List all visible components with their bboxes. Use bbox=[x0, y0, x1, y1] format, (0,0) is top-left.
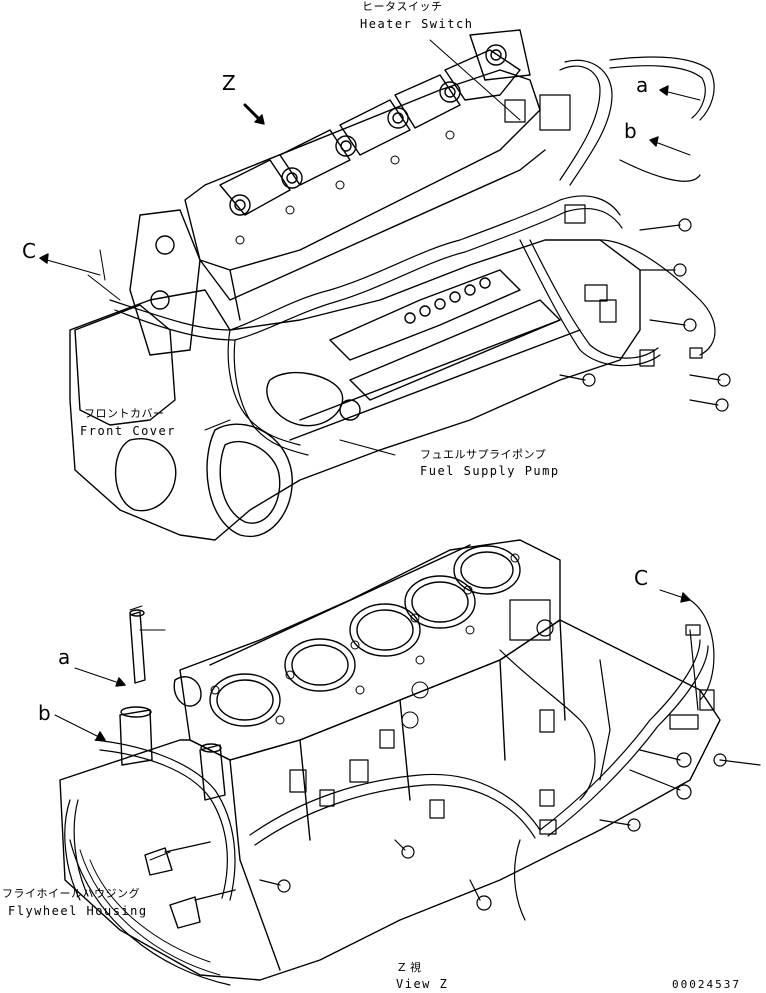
a-marker-bottom: a bbox=[58, 645, 71, 669]
fuel-supply-pump-label-jp: フュエルサプライポンプ bbox=[420, 448, 547, 461]
a-marker-top: a bbox=[636, 73, 649, 97]
view-z-label-jp: Z 視 bbox=[398, 961, 422, 974]
c-marker-bottom: C bbox=[634, 566, 648, 590]
flywheel-housing-label-jp: フライホイールハウジング bbox=[2, 887, 140, 900]
heater-switch-label-en: Heater Switch bbox=[360, 17, 474, 31]
bottom-view-z bbox=[54, 539, 761, 986]
front-cover-label-jp: フロントカバー bbox=[84, 407, 165, 420]
flywheel-housing-label-en: Flywheel Housing bbox=[8, 904, 148, 918]
b-marker-bottom: b bbox=[38, 701, 51, 725]
z-marker: Z bbox=[222, 71, 236, 95]
fuel-supply-pump-label-en: Fuel Supply Pump bbox=[420, 464, 560, 478]
part-number: 00024537 bbox=[672, 978, 741, 991]
front-cover-label-en: Front Cover bbox=[80, 424, 176, 438]
b-marker-top: b bbox=[624, 119, 637, 143]
heater-switch-label-jp: ヒータスイッチ bbox=[362, 0, 443, 13]
view-z-label-en: View Z bbox=[396, 977, 449, 991]
top-engine-block bbox=[39, 29, 731, 541]
c-marker-top: C bbox=[22, 239, 36, 263]
